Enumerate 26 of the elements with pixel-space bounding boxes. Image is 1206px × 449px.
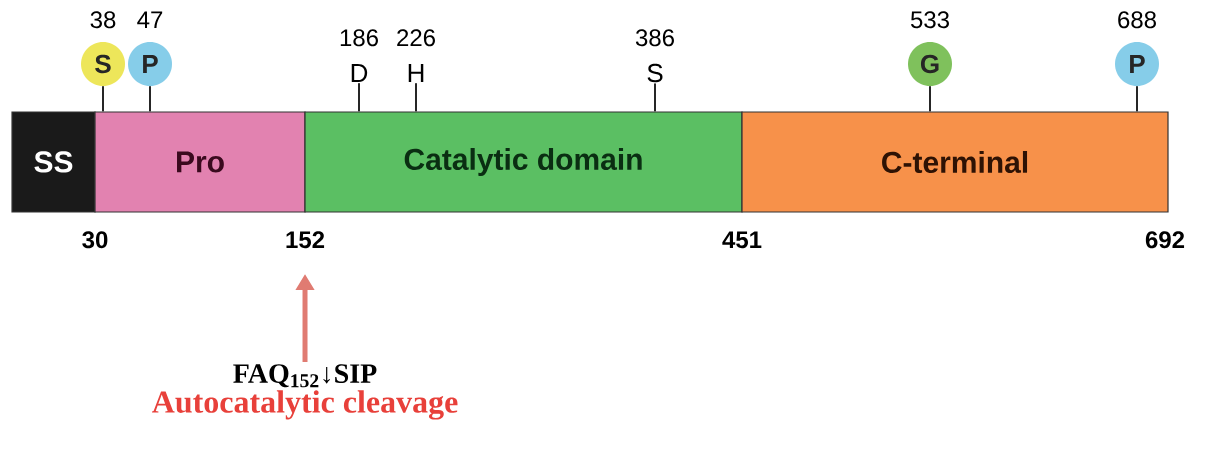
domain-box: SS	[11, 111, 96, 213]
position-number: 386	[635, 29, 674, 47]
position-number: 226	[397, 29, 435, 47]
residue-letter: S	[647, 63, 663, 83]
domain-box: Pro	[94, 111, 306, 213]
site-pin	[102, 85, 104, 113]
position-number: 152	[286, 231, 325, 249]
site-pin	[358, 82, 360, 113]
residue-letter: H	[408, 64, 424, 82]
site-pin	[1136, 85, 1138, 113]
position-number: 47	[137, 11, 163, 28]
site-pin	[654, 82, 656, 113]
residue-letter: D	[351, 64, 368, 82]
position-number: 30	[82, 231, 108, 249]
position-number: 692	[1145, 231, 1185, 249]
domain-box: C-terminal	[741, 111, 1169, 213]
site-pin	[929, 85, 931, 113]
site-pin	[415, 82, 417, 113]
position-number: 451	[722, 231, 762, 249]
domain-box: Catalytic domain	[304, 111, 743, 213]
position-number: 186	[340, 29, 378, 47]
cleavage-note: FAQ$_{152}$↓SIP Autocatalytic cleavage	[152, 364, 458, 420]
site-pin	[149, 85, 151, 113]
position-number: 533	[910, 11, 949, 29]
position-number: 38	[90, 11, 116, 29]
position-number: 688	[1118, 11, 1156, 29]
